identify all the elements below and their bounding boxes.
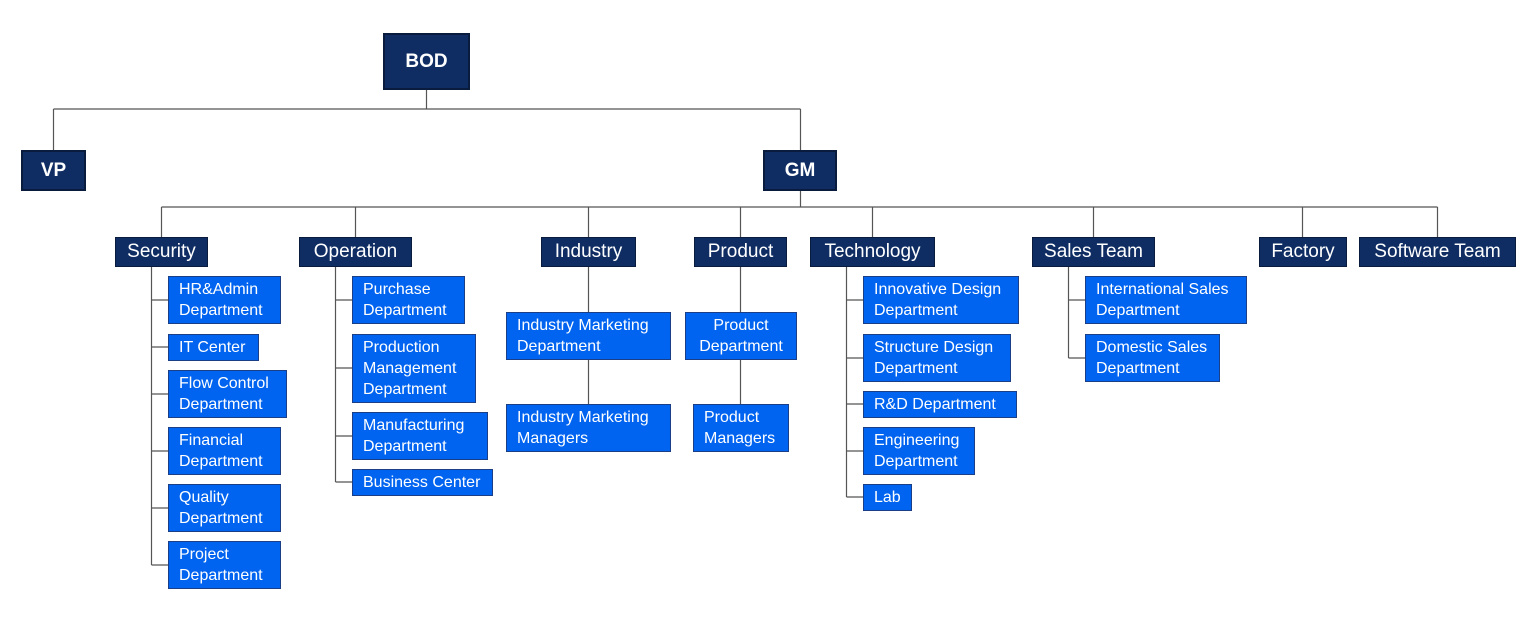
- sub-domestic-sales-department: Domestic Sales Department: [1085, 334, 1220, 382]
- sub-industry-marketing-managers: Industry Marketing Managers: [506, 404, 671, 452]
- sub-industry-marketing-department: Industry Marketing Department: [506, 312, 671, 360]
- sub-rd-department: R&D Department: [863, 391, 1017, 418]
- sub-quality-department: Quality Department: [168, 484, 281, 532]
- dept-technology: Technology: [810, 237, 935, 267]
- sub-lab: Lab: [863, 484, 912, 511]
- sub-flow-control-department: Flow Control Department: [168, 370, 287, 418]
- dept-operation: Operation: [299, 237, 412, 267]
- node-gm: GM: [763, 150, 837, 191]
- dept-security: Security: [115, 237, 208, 267]
- sub-manufacturing-department: Manufacturing Department: [352, 412, 488, 460]
- sub-product-department: Product Department: [685, 312, 797, 360]
- sub-innovative-design-department: Innovative Design Department: [863, 276, 1019, 324]
- sub-production-management-department: Production Management Department: [352, 334, 476, 403]
- sub-business-center: Business Center: [352, 469, 493, 496]
- sub-international-sales-department: International Sales Department: [1085, 276, 1247, 324]
- dept-software-team: Software Team: [1359, 237, 1516, 267]
- sub-financial-department: Financial Department: [168, 427, 281, 475]
- sub-engineering-department: Engineering Department: [863, 427, 975, 475]
- sub-project-department: Project Department: [168, 541, 281, 589]
- sub-product-managers: Product Managers: [693, 404, 789, 452]
- sub-purchase-department: Purchase Department: [352, 276, 465, 324]
- dept-product: Product: [694, 237, 787, 267]
- dept-sales-team: Sales Team: [1032, 237, 1155, 267]
- sub-structure-design-department: Structure Design Department: [863, 334, 1011, 382]
- node-vp: VP: [21, 150, 86, 191]
- dept-factory: Factory: [1259, 237, 1347, 267]
- sub-it-center: IT Center: [168, 334, 259, 361]
- dept-industry: Industry: [541, 237, 636, 267]
- sub-hr-admin-department: HR&Admin Department: [168, 276, 281, 324]
- node-bod: BOD: [383, 33, 470, 90]
